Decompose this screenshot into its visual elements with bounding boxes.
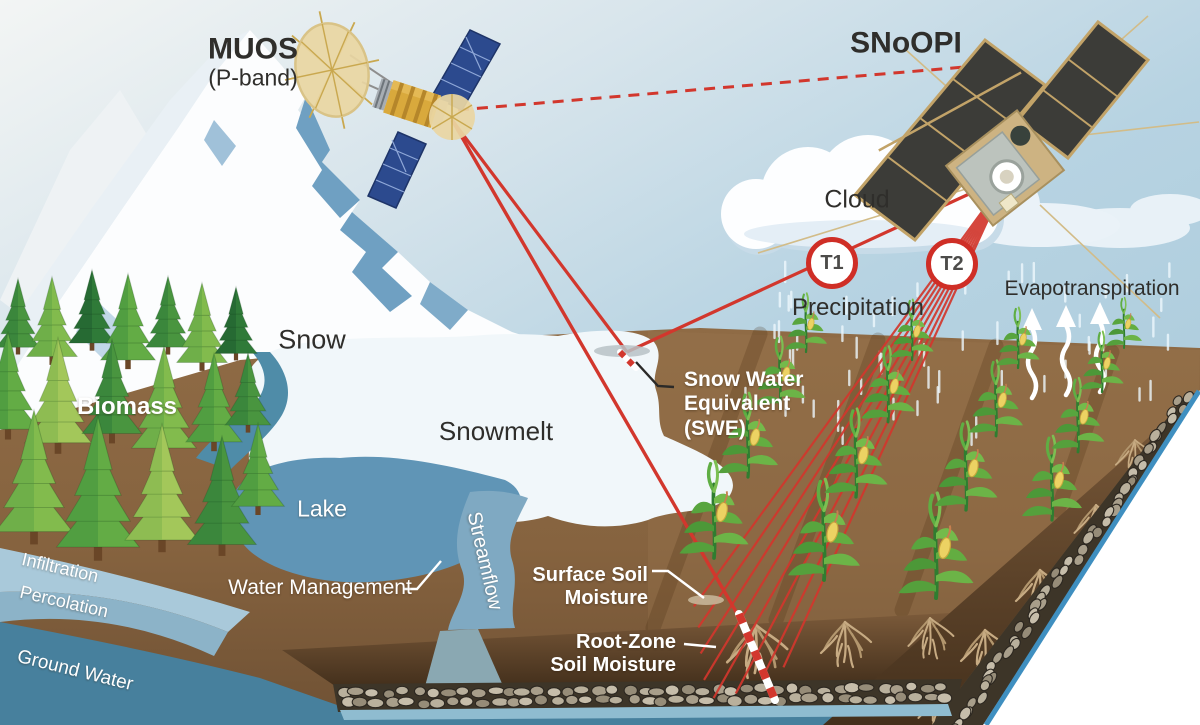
pointer-lines <box>403 361 717 649</box>
snoopi-label: SNoOPI <box>850 26 962 60</box>
root-zone-pointer <box>683 642 717 649</box>
muos-soil-beam <box>450 119 744 623</box>
surface-soil-measure-point <box>688 595 724 605</box>
rock-patch <box>420 282 468 330</box>
muos-snow-beam <box>450 119 629 353</box>
t1-badge: T1 <box>806 237 858 289</box>
cloud-label: Cloud <box>824 185 890 214</box>
muos-pband-antenna-icon <box>429 94 475 140</box>
muos-body-icon <box>372 78 449 128</box>
subsoil-cut-face <box>823 393 1199 725</box>
muos-satellite <box>284 11 502 209</box>
surface-soil-pointer <box>652 569 705 599</box>
corn-field-plants <box>679 292 1142 600</box>
lake-label: Lake <box>297 495 347 522</box>
surface-soil-moisture-label: Surface Soil Moisture <box>532 564 648 610</box>
swe-label: Snow Water Equivalent (SWE) <box>684 368 804 440</box>
rock-patch <box>340 212 412 312</box>
ground-water-layer <box>0 622 988 725</box>
swe-pointer <box>635 361 675 389</box>
snoopi-satellite <box>757 15 1200 319</box>
percolation-band <box>0 591 228 656</box>
root-zone-soil-moisture-label: Root-Zone Soil Moisture <box>550 631 676 677</box>
precipitation-label: Precipitation <box>791 294 925 322</box>
muos-snoopi-direct-signal <box>457 62 1001 112</box>
muos-dish-icon <box>284 11 380 129</box>
biomass-forest <box>0 268 286 561</box>
swe-measure-point <box>594 345 650 371</box>
t2-badge: T2 <box>926 238 978 290</box>
rock-patch <box>296 96 360 218</box>
root-zone-probe-marker <box>735 610 779 704</box>
stream-column <box>424 629 504 690</box>
evapotranspiration-label: Evapotranspiration <box>1004 276 1180 300</box>
infiltration-band <box>0 548 250 632</box>
muos-label: MUOS <box>208 32 298 66</box>
snow-label: Snow <box>278 324 346 355</box>
muos-solar-panel-icon <box>366 29 502 209</box>
biomass-label: Biomass <box>76 393 178 421</box>
water-management-label: Water Management <box>228 575 412 599</box>
snoopi-solar-panel-icon <box>852 19 1151 243</box>
streamflow-channel <box>448 490 528 630</box>
cut-edge-line <box>983 389 1200 725</box>
snowmelt-label: Snowmelt <box>438 415 554 446</box>
water-management-pointer <box>403 560 442 591</box>
snoopi-body-icon <box>944 108 1066 228</box>
lake <box>228 456 522 583</box>
water-table-strip <box>340 704 952 720</box>
distant-peak <box>0 90 150 330</box>
muos-band-label: (P-band) <box>208 64 298 91</box>
